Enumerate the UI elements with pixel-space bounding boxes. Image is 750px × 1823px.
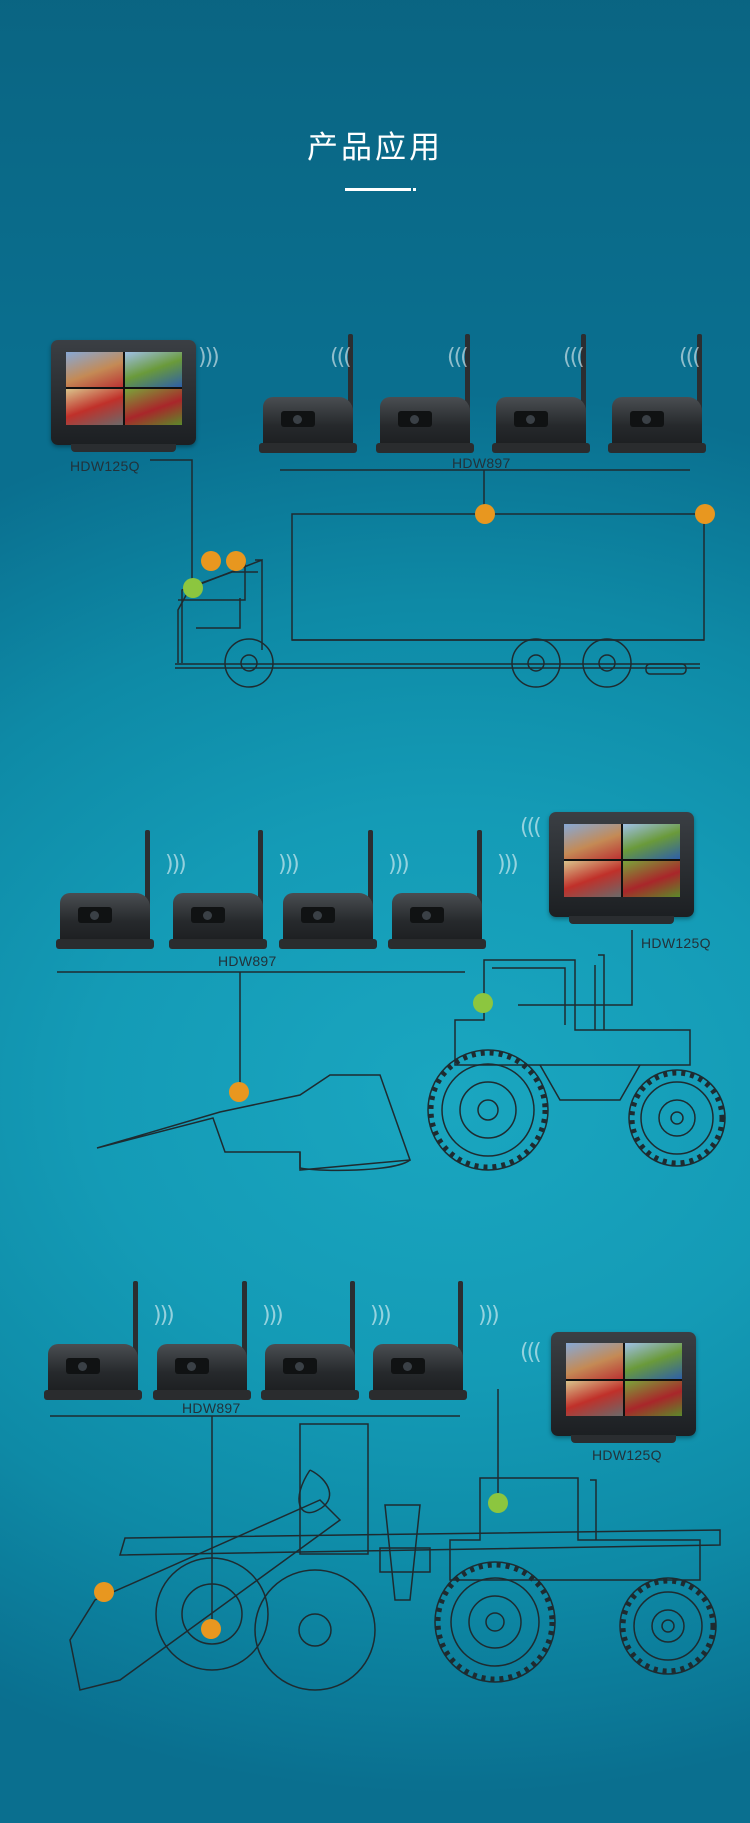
camera-point bbox=[229, 1082, 249, 1102]
monitor-hdw125q bbox=[549, 812, 694, 924]
wifi-signal-icon: ((( bbox=[520, 1340, 542, 1365]
page-title: 产品应用 bbox=[307, 130, 443, 166]
wifi-signal-icon: ((( bbox=[679, 345, 701, 370]
camera-hdw897 bbox=[388, 830, 486, 949]
monitor-hdw125q bbox=[51, 340, 196, 452]
camera-point bbox=[94, 1582, 114, 1602]
camera-point bbox=[695, 504, 715, 524]
camera-hdw897 bbox=[44, 1281, 142, 1400]
wifi-signal-icon: ((( bbox=[447, 345, 469, 370]
wifi-signal-icon: ))) bbox=[388, 852, 410, 877]
camera-hdw897 bbox=[492, 334, 590, 453]
camera-point bbox=[226, 551, 246, 571]
monitor-point bbox=[473, 993, 493, 1013]
camera-hdw897 bbox=[608, 334, 706, 453]
camera-label: HDW897 bbox=[218, 953, 277, 969]
camera-hdw897 bbox=[261, 1281, 359, 1400]
camera-point bbox=[475, 504, 495, 524]
wifi-signal-icon: ((( bbox=[520, 815, 542, 840]
monitor-label: HDW125Q bbox=[70, 458, 140, 474]
wifi-signal-icon: ))) bbox=[278, 852, 300, 877]
wifi-signal-icon: ))) bbox=[165, 852, 187, 877]
camera-label: HDW897 bbox=[452, 455, 511, 471]
wifi-signal-icon: ))) bbox=[497, 852, 519, 877]
title-underline bbox=[345, 188, 416, 191]
background-gradient bbox=[0, 0, 750, 360]
camera-hdw897 bbox=[279, 830, 377, 949]
harvester-drawing bbox=[57, 930, 726, 1172]
monitor-point bbox=[488, 1493, 508, 1513]
monitor-point bbox=[183, 578, 203, 598]
camera-point bbox=[201, 1619, 221, 1639]
camera-mount-points bbox=[94, 504, 715, 1639]
wifi-signal-icon: ((( bbox=[563, 345, 585, 370]
tractor-implement-drawing bbox=[50, 1389, 721, 1691]
camera-hdw897 bbox=[369, 1281, 467, 1400]
wifi-signal-icon: ))) bbox=[153, 1303, 175, 1328]
truck-drawing bbox=[150, 459, 705, 688]
camera-hdw897 bbox=[56, 830, 154, 949]
wifi-signal-icon: ((( bbox=[330, 345, 352, 370]
camera-hdw897 bbox=[169, 830, 267, 949]
monitor-mount-points bbox=[183, 578, 508, 1513]
camera-point bbox=[201, 551, 221, 571]
monitor-label: HDW125Q bbox=[592, 1447, 662, 1463]
camera-hdw897 bbox=[259, 334, 357, 453]
wifi-signal-icon: ))) bbox=[198, 345, 220, 370]
monitor-label: HDW125Q bbox=[641, 935, 711, 951]
monitor-hdw125q bbox=[551, 1332, 696, 1443]
camera-hdw897 bbox=[153, 1281, 251, 1400]
wifi-signal-icon: ))) bbox=[370, 1303, 392, 1328]
camera-hdw897 bbox=[376, 334, 474, 453]
wifi-signal-icon: ))) bbox=[262, 1303, 284, 1328]
camera-label: HDW897 bbox=[182, 1400, 241, 1416]
wifi-signal-icon: ))) bbox=[478, 1303, 500, 1328]
